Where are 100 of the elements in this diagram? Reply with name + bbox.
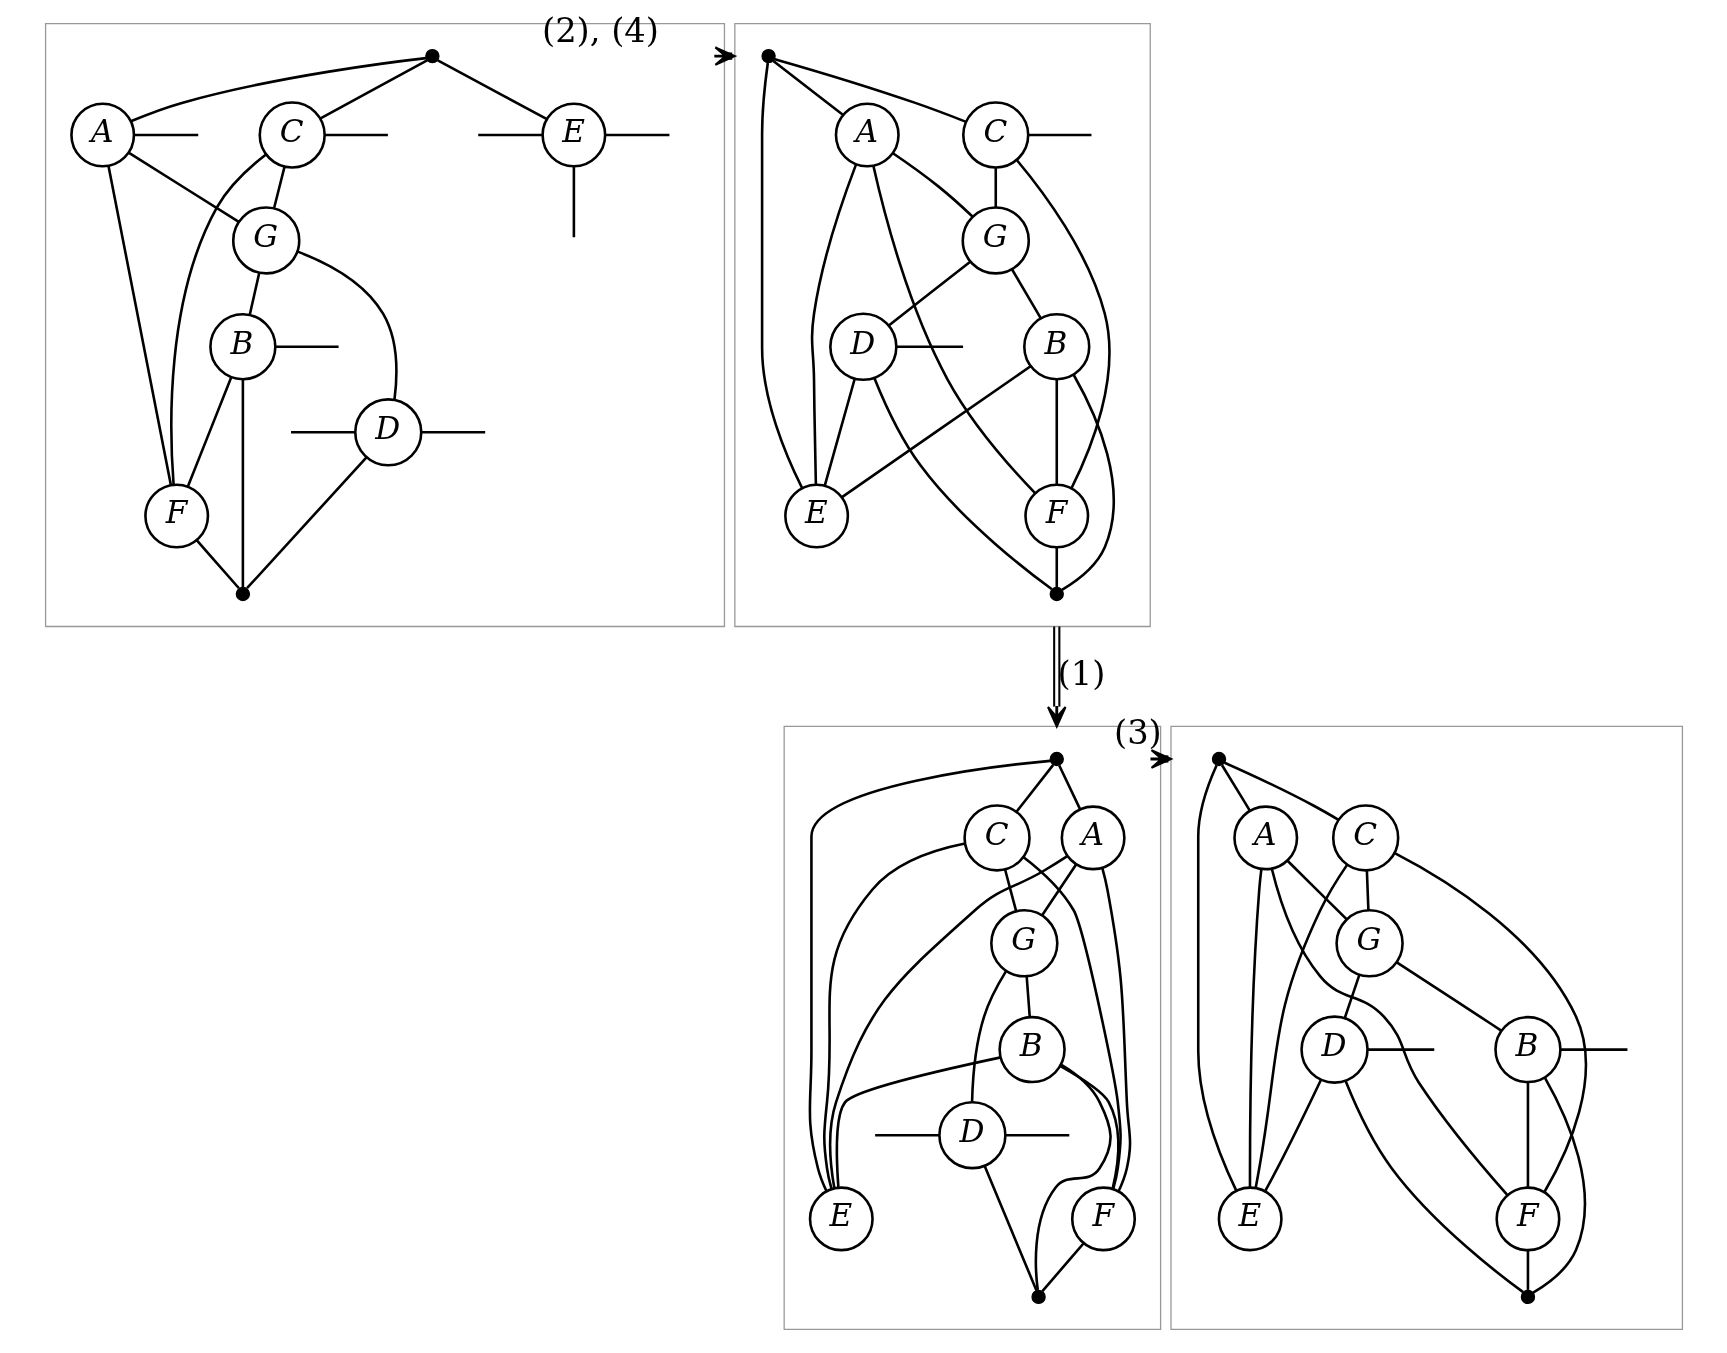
- connector: [1040, 1242, 1085, 1292]
- connector: [1015, 159, 1111, 489]
- connector: [1286, 860, 1347, 921]
- connector: [1220, 764, 1251, 812]
- connector: [891, 152, 973, 218]
- connector: [1559, 1048, 1627, 1051]
- node-circle: C: [257, 101, 326, 169]
- connector: [1003, 869, 1017, 912]
- connector: [1054, 547, 1058, 588]
- node-circle: A: [1232, 805, 1298, 871]
- connector: [106, 165, 172, 486]
- connector: [1343, 1080, 1524, 1294]
- connector: [1054, 379, 1058, 485]
- connector: [1024, 976, 1031, 1018]
- connector: [822, 842, 965, 1190]
- connector: [1526, 1250, 1529, 1290]
- connector: [274, 345, 339, 349]
- connector: [247, 272, 260, 316]
- connector: [133, 133, 198, 137]
- connector: [773, 57, 967, 124]
- connector: [983, 1165, 1038, 1291]
- connector: [808, 759, 1050, 1192]
- connector: [1060, 374, 1115, 591]
- connector: [1367, 1048, 1434, 1051]
- node-circle: G: [960, 206, 1030, 275]
- connector: [772, 60, 844, 117]
- connector: [993, 167, 997, 208]
- connector: [1021, 856, 1122, 1190]
- node-circle: E: [1217, 1186, 1283, 1252]
- edge-label: (3): [1113, 713, 1162, 753]
- edge-label: (2), (4): [541, 10, 659, 50]
- node-dot: [1211, 751, 1226, 767]
- connector: [810, 164, 857, 485]
- node-circle: D: [937, 1100, 1007, 1170]
- node-dot: [1049, 751, 1064, 767]
- connector: [129, 56, 426, 123]
- connector: [835, 1056, 1001, 1188]
- connector: [896, 345, 963, 349]
- connector: [127, 151, 239, 223]
- node-circle: A: [1060, 805, 1126, 871]
- connector: [1059, 1064, 1119, 1190]
- node-circle: F: [1494, 1186, 1560, 1252]
- connector: [195, 539, 240, 590]
- node-dot: [1520, 1289, 1535, 1305]
- connector: [245, 456, 367, 590]
- connector: [1263, 1079, 1322, 1192]
- node-circle: D: [828, 312, 898, 382]
- connector: [1253, 863, 1348, 1189]
- cluster: [733, 22, 1151, 628]
- node-circle: D: [1299, 1015, 1369, 1084]
- connector: [828, 854, 1068, 1189]
- connector: [1270, 868, 1508, 1196]
- connector: [1365, 870, 1370, 911]
- connector: [1393, 851, 1587, 1193]
- connector: [1343, 974, 1360, 1019]
- node-circle: B: [1022, 313, 1090, 381]
- node-circle: D: [353, 398, 423, 467]
- connector: [1248, 868, 1263, 1188]
- connector: [296, 250, 398, 400]
- connector: [186, 376, 233, 488]
- node-dot: [1049, 586, 1064, 602]
- connector: [887, 260, 971, 327]
- edge-label: (1): [1057, 653, 1105, 693]
- connector: [1027, 133, 1091, 137]
- arrow: [713, 46, 736, 66]
- node-circle: F: [1070, 1186, 1136, 1252]
- node-circle: G: [1334, 909, 1404, 978]
- connector: [1196, 764, 1237, 1192]
- connector: [970, 970, 1007, 1102]
- connector: [1014, 764, 1054, 813]
- node-circle: F: [143, 483, 209, 549]
- node-circle: C: [962, 804, 1031, 872]
- node-circle: A: [834, 102, 900, 168]
- connector: [169, 153, 267, 485]
- cluster: [1169, 725, 1683, 1331]
- connector: [241, 379, 244, 588]
- node-circle: F: [1023, 483, 1089, 549]
- connector: [1057, 764, 1081, 810]
- connector: [318, 59, 428, 120]
- connector: [272, 166, 286, 209]
- connector: [1010, 268, 1042, 320]
- node-dot: [760, 48, 776, 64]
- connector: [290, 431, 355, 434]
- connector: [760, 62, 803, 489]
- connector: [872, 377, 1053, 591]
- connector: [1040, 863, 1077, 916]
- connector: [840, 365, 1031, 499]
- connector: [477, 133, 542, 137]
- node-dot: [235, 586, 250, 602]
- connector: [823, 378, 856, 486]
- node-circle: C: [1331, 804, 1399, 872]
- node-circle: G: [231, 206, 301, 275]
- connector: [1223, 761, 1339, 821]
- connector: [572, 166, 575, 238]
- node-circle: A: [69, 102, 135, 168]
- connector: [871, 165, 1036, 495]
- connector: [1005, 1133, 1069, 1137]
- node-circle: E: [808, 1186, 874, 1252]
- node-circle: E: [783, 483, 849, 549]
- connector: [1034, 1063, 1112, 1291]
